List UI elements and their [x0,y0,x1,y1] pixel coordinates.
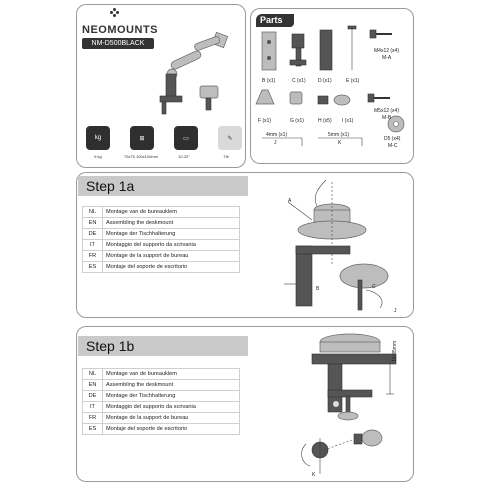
part-label-k-code: K [338,140,342,146]
step-1a-diagram [284,179,389,311]
part-label-b: B (x1) [262,78,276,84]
step-1a-label-c: C [372,284,376,290]
part-label-h: H (x5) [318,118,332,124]
step-1b-diagram [301,333,397,474]
screen-size-icon: ▭ [174,126,198,150]
step-1a-header-bar [78,176,248,196]
part-label-k: 5mm (x1) [328,132,350,138]
part-label-d: D (x1) [318,78,332,84]
spec-caption: 75x75 100x100mm [123,154,159,159]
part-label-m-b: M5x12 (x4) [374,108,400,114]
model-badge: NM-D500BLACK [82,38,154,49]
part-label-m-c-code: M-C [388,143,398,149]
part-label-m-c: D5 (x4) [384,136,401,142]
step-1a-label-b: B [316,286,320,292]
part-label-m-a: M4x12 (x4) [374,48,400,54]
part-label-j-code: J [274,140,277,146]
step-1a-label-a: A [288,198,292,204]
part-label-i: I (x1) [342,118,354,124]
vesa-icon: ⊞ [130,126,154,150]
spec-caption: 10-32" [178,154,190,159]
part-label-j: 4mm (x1) [266,132,288,138]
spec-icons: kg ⊞ ▭ ✎ [86,126,242,156]
brand-name: NEOMOUNTS [82,24,158,36]
part-label-g: G (x1) [290,118,304,124]
part-label-m-a-code: M-A [382,55,392,61]
step-1a-label-j: J [394,308,397,314]
part-label-f: F (x1) [258,118,272,124]
parts-title: Parts [256,14,294,27]
part-label-m-b-code: M-B [382,115,392,121]
step-1a-title: Step 1a [86,178,135,194]
step-1b-dimension-label: 10-85mm [392,340,398,362]
parts-illustrations [255,25,405,146]
step-1b-label-k: K [312,472,316,478]
spec-caption: Tilt [223,154,229,159]
monitor-arm-illustration [159,31,229,115]
part-label-e: E (x1) [346,78,360,84]
part-label-c: C (x1) [292,78,306,84]
step-1b-title: Step 1b [86,338,135,354]
step-1b-header-bar [78,336,248,356]
weight-icon: kg [86,126,110,150]
tools-icon: ✎ [218,126,242,150]
spec-caption: 6 kg [94,154,102,159]
